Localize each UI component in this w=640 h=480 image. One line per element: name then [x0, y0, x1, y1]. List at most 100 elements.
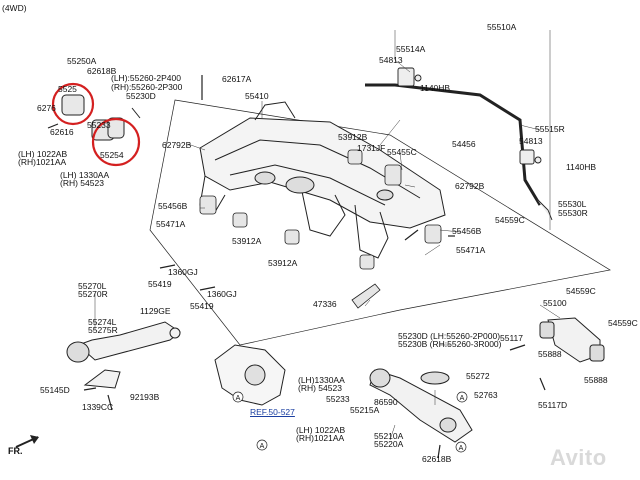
part-label: 54559C: [608, 318, 638, 328]
part-label: (LH) 1330AA: [60, 170, 110, 180]
part-label: 55510A: [487, 22, 517, 32]
part-label: 62792B: [162, 140, 192, 150]
part-label: 53912A: [268, 258, 298, 268]
part-label: 55888: [538, 349, 562, 359]
bumper-stopper: [351, 283, 381, 309]
avito-watermark: Avito: [550, 445, 607, 470]
part-label: 55250A: [67, 56, 97, 66]
ref-a-4: A: [459, 445, 464, 452]
part-label: (RH) 54523: [298, 383, 342, 393]
stabilizer-parts: [397, 67, 553, 221]
part-label: (RH)1021AA: [18, 157, 67, 167]
part-label: 54559C: [566, 286, 596, 296]
front-label: FR.: [8, 446, 23, 456]
part-label: 55117: [500, 333, 524, 343]
part-label: 92193B: [130, 392, 160, 402]
part-label: 55145D: [40, 385, 70, 395]
part-label: 55117D: [538, 400, 568, 410]
part-label: 55455C: [387, 147, 417, 157]
part-label: (LH) 1022AB: [18, 149, 68, 159]
part-label: 55230D: [126, 91, 156, 101]
part-label: 1360GJ: [168, 267, 198, 277]
part-label: 62618B: [87, 66, 117, 76]
part-label: 55270L: [78, 281, 107, 291]
highlight-circle-1: [51, 82, 95, 126]
bolts: [47, 75, 546, 459]
part-label: 62617A: [222, 74, 252, 84]
part-label: 54813: [379, 55, 403, 65]
knuckle: [214, 344, 286, 406]
front-arrowhead: [30, 435, 39, 444]
stabilizer-bar: [365, 83, 542, 206]
part-label: (RH) 54523: [60, 178, 104, 188]
part-label: 1339CC: [82, 402, 114, 412]
part-label: 55100: [543, 298, 567, 308]
part-label: 6276: [37, 103, 56, 113]
part-label: 5525: [58, 84, 77, 94]
part-label: 52763: [474, 390, 498, 400]
part-label: 54456: [452, 139, 476, 149]
part-label: 55274L: [88, 317, 117, 327]
part-label: 62618B: [422, 454, 452, 464]
ref-link[interactable]: REF.50-527: [250, 407, 295, 417]
ref-a-1: A: [236, 395, 241, 402]
part-label: 55210A: [374, 431, 404, 441]
part-label: 55254: [100, 150, 124, 160]
part-label: 1129GE: [140, 306, 171, 316]
part-label: 55233: [326, 394, 350, 404]
part-label: 55270R: [78, 289, 108, 299]
part-label: 55419: [190, 301, 214, 311]
part-label: 55230D (LH:55260-2P000): [398, 331, 501, 341]
part-label: 55230B (RH:55260-3R000): [398, 339, 502, 349]
part-label: 53912A: [232, 236, 262, 246]
part-label: 55272: [466, 371, 490, 381]
upper-arm: [539, 317, 605, 363]
part-label: 55456B: [452, 226, 482, 236]
part-label: 62792B: [455, 181, 485, 191]
part-label: 55530R: [558, 208, 588, 218]
part-label: 55456B: [158, 201, 188, 211]
lower-arm: [369, 368, 473, 443]
part-label: 55471A: [156, 219, 186, 229]
trailing-arm: [66, 321, 181, 389]
ref-a-3: A: [460, 395, 465, 402]
part-label: 55419: [148, 279, 172, 289]
part-label: 55410: [245, 91, 269, 101]
part-label: (RH):55260-2P300: [111, 82, 183, 92]
part-label: 1731JF: [357, 143, 386, 153]
drive-type-label: (4WD): [2, 3, 27, 13]
part-label: 55233: [87, 120, 111, 130]
part-label: 54813: [519, 136, 543, 146]
part-label: 62616: [50, 127, 74, 137]
part-label: 55530L: [558, 199, 587, 209]
highlight-circles: [51, 82, 141, 167]
crossmember-subframe: [199, 101, 446, 259]
part-label: 55888: [584, 375, 608, 385]
part-label: (LH)1330AA: [298, 375, 345, 385]
part-label: (LH) 1022AB: [296, 425, 346, 435]
part-label: 1140HB: [566, 162, 597, 172]
ref-a-2: A: [260, 443, 265, 450]
highlight-circle-2: [91, 117, 141, 167]
part-label: 55220A: [374, 439, 404, 449]
part-label: 55275R: [88, 325, 118, 335]
subframe-group-outline: [149, 99, 611, 346]
ref-markers: [232, 391, 468, 453]
part-label: 53912B: [338, 132, 368, 142]
part-label: 1360GJ: [207, 289, 237, 299]
part-label: (RH)1021AA: [296, 433, 345, 443]
subframe-bushings: [199, 149, 442, 270]
part-label: 54559C: [495, 215, 525, 225]
part-label: 55515R: [535, 124, 565, 134]
part-label: (LH):55260-2P400: [111, 73, 181, 83]
part-label: 55471A: [456, 245, 486, 255]
part-label: 1140HB: [420, 83, 451, 93]
leader-lines: [94, 30, 561, 441]
part-label: 55514A: [396, 44, 426, 54]
part-label: 55215A: [350, 405, 380, 415]
topleft-bushings: [61, 94, 141, 141]
part-label: 86590: [374, 397, 398, 407]
part-label: 47336: [313, 299, 337, 309]
